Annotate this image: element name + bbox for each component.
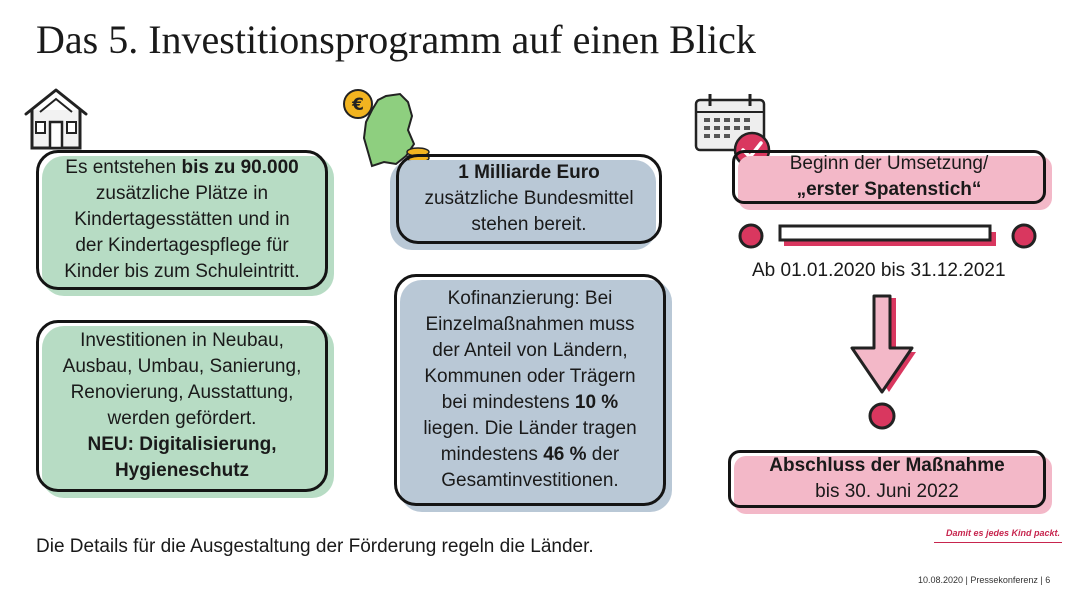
kofi-line6: liegen. Die Länder tragen [423,418,637,439]
box-kofinanzierung: Kofinanzierung: Bei Einzelmaßnahmen muss… [394,274,672,512]
plaetze-line2: zusätzliche Plätze in [95,183,269,204]
box-investitionen: Investitionen in Neubau, Ausbau, Umbau, … [36,320,334,498]
milliarde-line3: stehen bereit. [471,214,587,235]
investitionen-hygiene: Hygieneschutz [114,460,250,481]
investitionen-line2: Ausbau, Umbau, Sanierung, [62,356,302,377]
milliarde-amount: 1 Milliarde Euro [458,162,600,183]
box-plaetze: Es entstehen bis zu 90.000 zusätzliche P… [36,150,334,296]
abschluss-title: Abschluss der Maßnahme [769,455,1005,476]
page-footer-info: 10.08.2020 | Pressekonferenz | 6 [918,575,1051,585]
slogan: Damit es jedes Kind packt. [946,528,1061,538]
down-arrow-icon [850,294,916,430]
slogan-underline [934,542,1062,543]
kofi-percent-46: 46 % [543,444,587,465]
house-icon [24,88,88,150]
investitionen-line1: Investitionen in Neubau, [80,330,284,351]
kofi-line7-post: der [586,444,620,465]
timeline-bar [738,223,1037,249]
box-abschluss: Abschluss der Maßnahme bis 30. Juni 2022 [728,450,1052,514]
beginn-spatenstich: „erster Spatenstich“ [796,179,982,200]
kofi-line8: Gesamtinvestitionen. [441,470,619,491]
footer-note: Die Details für die Ausgestaltung der Fö… [36,536,594,557]
timeline-daterange: Ab 01.01.2020 bis 31.12.2021 [752,260,1006,281]
box-milliarde: 1 Milliarde Euro zusätzliche Bundesmitte… [390,154,662,250]
investitionen-line3: Renovierung, Ausstattung, [70,382,294,403]
kofi-line7-text: mindestens [440,444,544,465]
plaetze-line4: der Kindertagespflege für [75,235,289,256]
svg-text:€: € [351,95,364,115]
kofi-percent-10: 10 % [574,392,619,413]
kofi-line3: der Anteil von Ländern, [432,340,628,361]
plaetze-line3: Kindertagesstätten und in [74,209,290,230]
abschluss-date: bis 30. Juni 2022 [815,481,959,502]
beginn-line1: Beginn der Umsetzung/ [789,153,989,174]
box-beginn: Beginn der Umsetzung/ „erster Spatenstic… [732,150,1052,210]
milliarde-line2: zusätzliche Bundesmittel [424,188,634,209]
page-title: Das 5. Investitionsprogramm auf einen Bl… [36,17,756,62]
investitionen-neu: NEU: Digitalisierung, [87,434,277,455]
plaetze-intro: Es entstehen [65,157,182,178]
plaetze-count: bis zu 90.000 [181,157,299,178]
investitionen-line4: werden gefördert. [107,408,257,429]
kofi-line2: Einzelmaßnahmen muss [425,314,635,335]
kofi-line1: Kofinanzierung: Bei [447,288,613,309]
kofi-line5-text: bei mindestens [441,392,575,413]
kofi-line4: Kommunen oder Trägern [424,366,636,387]
plaetze-line5: Kinder bis zum Schuleintritt. [64,261,300,282]
